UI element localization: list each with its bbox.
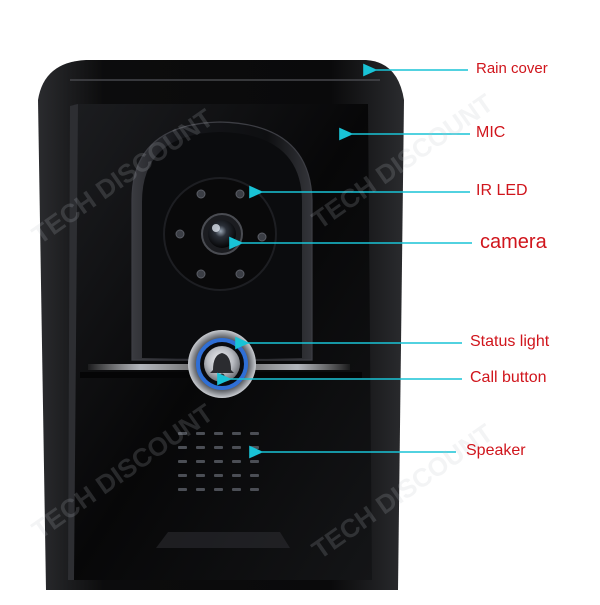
label-status-light: Status light [470,333,550,350]
label-speaker: Speaker [466,442,526,459]
leader-arrows [217,63,472,459]
ir-led [235,269,245,279]
label-rain-cover: Rain cover [476,60,548,77]
bell-icon [210,353,234,373]
ir-led-group [175,189,267,279]
label-call-button: Call button [470,369,547,386]
speaker-grille [178,432,259,491]
camera-lens [201,213,243,255]
ir-led [175,229,185,239]
label-ir-led: IR LED [476,182,528,199]
label-mic: MIC [476,124,506,141]
label-camera: camera [480,231,547,253]
ir-led [196,189,206,199]
call-button [188,330,256,398]
ir-led [196,269,206,279]
ir-led [235,189,245,199]
ir-led [257,232,267,242]
